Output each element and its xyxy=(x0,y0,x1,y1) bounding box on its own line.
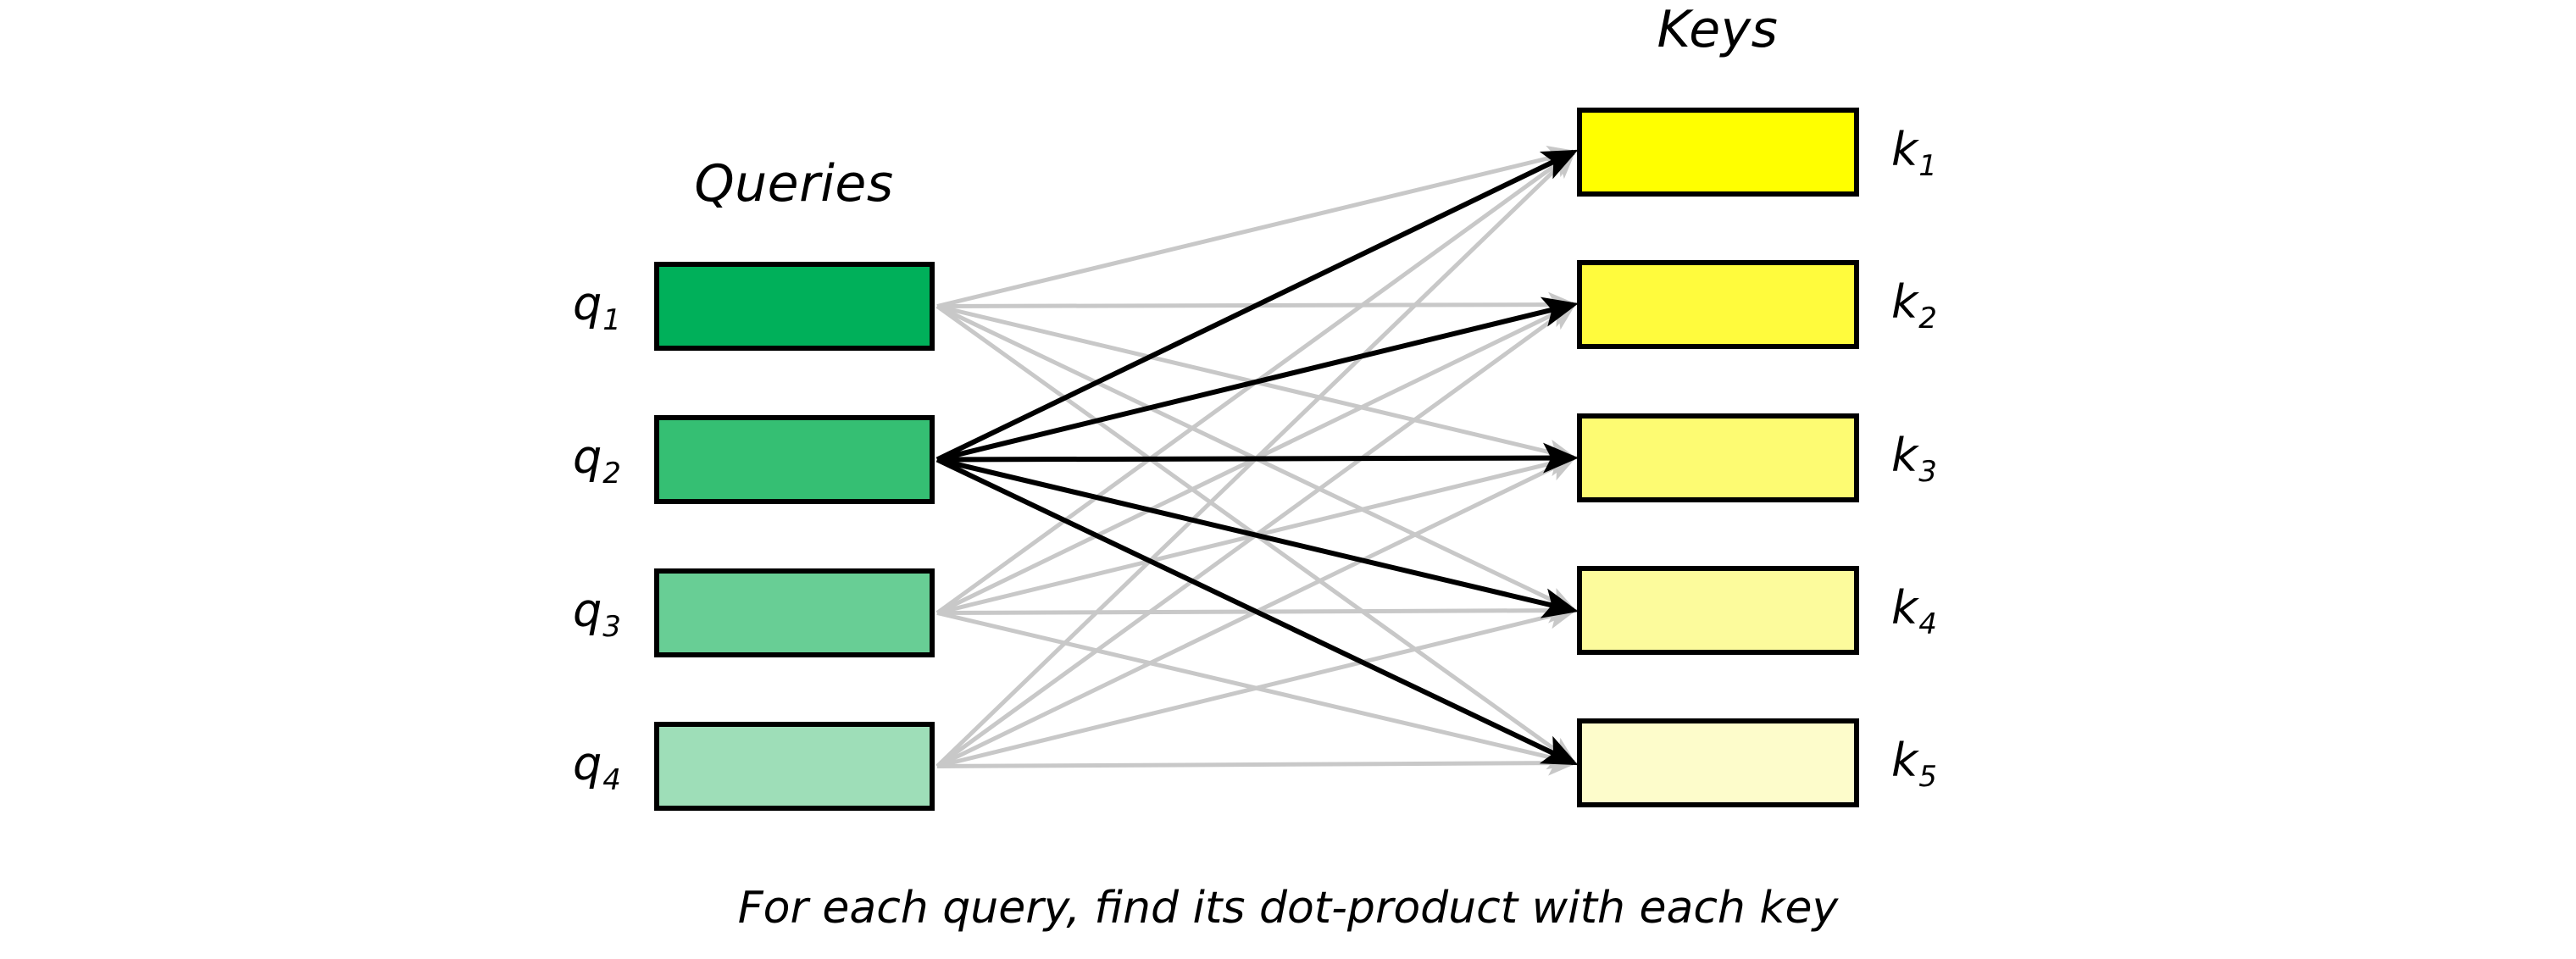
key-label-base: k xyxy=(1891,123,1918,176)
query-box-q2[interactable] xyxy=(654,415,935,504)
query-box-q1[interactable] xyxy=(654,262,935,351)
key-box-k4[interactable] xyxy=(1577,566,1859,655)
edge-q2-to-k4 xyxy=(936,457,1579,618)
query-box-q4[interactable] xyxy=(654,722,935,811)
edge-q4-to-k4 xyxy=(936,604,1578,768)
key-label-base: k xyxy=(1891,581,1918,635)
query-label-q2: q2 xyxy=(573,435,621,488)
edge-q2-to-k3 xyxy=(936,442,1579,474)
query-label-base: q xyxy=(573,277,602,330)
edge-q4-to-k3 xyxy=(935,456,1578,768)
edge-q1-to-k5 xyxy=(935,304,1578,766)
edge-q1-to-k4 xyxy=(935,304,1578,613)
query-label-base: q xyxy=(573,584,602,637)
edge-layer-unhighlighted xyxy=(935,145,1578,776)
key-box-k5[interactable] xyxy=(1577,718,1859,807)
key-box-k1[interactable] xyxy=(1577,108,1859,197)
edge-q3-to-k4 xyxy=(936,597,1578,624)
key-label-subscript: 3 xyxy=(1918,454,1937,489)
query-label-base: q xyxy=(573,737,602,790)
key-box-k3[interactable] xyxy=(1577,413,1859,502)
edge-q1-to-k2 xyxy=(936,291,1578,318)
key-label-subscript: 4 xyxy=(1918,607,1937,641)
query-label-subscript: 4 xyxy=(602,762,621,797)
key-label-subscript: 1 xyxy=(1918,148,1937,183)
query-label-base: q xyxy=(573,430,602,484)
key-label-base: k xyxy=(1891,275,1918,329)
query-label-q1: q1 xyxy=(573,281,621,335)
edge-q3-to-k1 xyxy=(935,149,1578,615)
edge-q4-to-k2 xyxy=(935,302,1578,768)
edge-q2-to-k5 xyxy=(935,457,1579,766)
keys-column-title: Keys xyxy=(1657,0,1779,59)
query-label-subscript: 2 xyxy=(602,456,621,491)
key-label-k4: k4 xyxy=(1891,585,1937,639)
query-box-q3[interactable] xyxy=(654,568,935,657)
diagram-caption: For each query, find its dot-product wit… xyxy=(737,883,1839,934)
key-box-k2[interactable] xyxy=(1577,260,1859,349)
edge-q4-to-k1 xyxy=(935,149,1577,768)
key-label-k2: k2 xyxy=(1891,280,1937,333)
query-label-q3: q3 xyxy=(573,588,621,641)
edge-q3-to-k3 xyxy=(936,452,1578,615)
edge-q3-to-k2 xyxy=(935,302,1578,615)
queries-column-title: Queries xyxy=(694,154,894,213)
key-label-subscript: 2 xyxy=(1918,301,1937,335)
edge-q1-to-k1 xyxy=(936,145,1578,308)
edge-layer-highlighted xyxy=(935,149,1579,766)
edge-q1-to-k3 xyxy=(936,304,1578,465)
edge-q2-to-k1 xyxy=(935,149,1579,463)
key-label-subscript: 5 xyxy=(1918,759,1937,794)
key-label-k5: k5 xyxy=(1891,738,1937,791)
edge-q4-to-k5 xyxy=(936,750,1578,776)
key-label-base: k xyxy=(1891,429,1918,482)
key-label-k3: k3 xyxy=(1891,433,1937,486)
key-label-k1: k1 xyxy=(1891,127,1937,180)
edge-q3-to-k5 xyxy=(936,611,1578,770)
key-label-base: k xyxy=(1891,734,1918,787)
query-label-subscript: 3 xyxy=(602,609,621,644)
query-label-subscript: 1 xyxy=(602,302,621,337)
edge-q2-to-k2 xyxy=(936,297,1579,463)
query-label-q4: q4 xyxy=(573,741,621,795)
